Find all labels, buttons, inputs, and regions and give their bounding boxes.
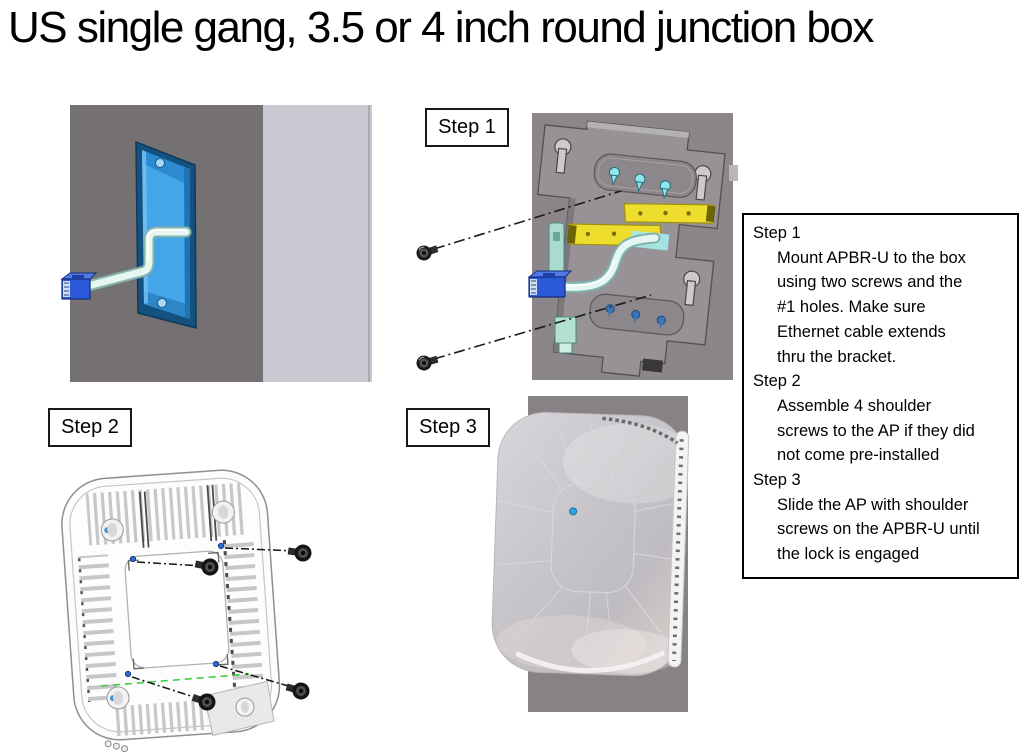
top-recess xyxy=(593,153,697,198)
instruction-step3-body: Slide the AP with shoulder screws on the… xyxy=(777,495,980,564)
latch-clip xyxy=(548,222,565,278)
ethernet-cable-bracket xyxy=(557,232,661,293)
alignment-dash xyxy=(100,673,250,687)
shoulder-screw-4 xyxy=(285,682,310,700)
rj45-connector-bracket xyxy=(527,270,573,298)
page-title: US single gang, 3.5 or 4 inch round junc… xyxy=(8,3,874,52)
rj45-connector xyxy=(60,272,98,300)
instruction-step2-body: Assemble 4 shoulder screws to the AP if … xyxy=(777,396,975,465)
ap-back-illustration xyxy=(61,469,312,753)
instruction-step2-title: Step 2 xyxy=(753,372,801,391)
wall-light xyxy=(263,105,372,382)
shoulder-screw-3 xyxy=(191,693,216,711)
mounting-screw-top xyxy=(416,245,439,261)
shoulder-screw-holes xyxy=(124,542,225,678)
mounting-screw-bottom xyxy=(416,355,439,371)
step3-tag-label: Step 3 xyxy=(419,416,477,438)
ap-front-body xyxy=(491,411,695,677)
shoulder-screw-1 xyxy=(194,558,219,576)
keyhole-slots xyxy=(554,138,712,307)
instruction-step1-body: Mount APBR-U to the box using two screws… xyxy=(777,248,966,366)
step2-tag: Step 2 xyxy=(48,408,132,447)
ap-back-figure xyxy=(45,445,345,755)
instructions-box: Step 1 Mount APBR-U to the box using two… xyxy=(742,213,1019,579)
leader-line-bottom xyxy=(433,294,652,360)
step2-tag-label: Step 2 xyxy=(61,416,119,438)
junction-box-illustration xyxy=(60,105,372,382)
lower-holes xyxy=(605,304,666,330)
mounting-square xyxy=(124,550,230,669)
ap-front-illustration xyxy=(491,396,695,712)
ethernet-cable xyxy=(78,226,192,293)
step1-tag: Step 1 xyxy=(425,108,509,147)
number1-holes xyxy=(608,166,671,200)
instruction-step3-title: Step 3 xyxy=(753,471,801,490)
step1-tag-label: Step 1 xyxy=(438,116,496,138)
instruction-step1-title: Step 1 xyxy=(753,224,801,242)
step3-tag: Step 3 xyxy=(406,408,490,447)
instruction-step3: Step 3 Slide the AP with shoulder screws… xyxy=(753,468,1009,567)
shoulder-screw-2 xyxy=(287,544,312,562)
leader-line-top xyxy=(433,190,622,250)
ap-front-figure xyxy=(480,392,695,717)
corner-mounts xyxy=(100,500,235,710)
instruction-step1: Step 1 Mount APBR-U to the box using two… xyxy=(753,221,1009,369)
junction-box-figure xyxy=(58,105,372,382)
ap-back-body xyxy=(61,469,281,753)
screw-leader-lines xyxy=(131,547,297,700)
led-indicator xyxy=(569,507,578,516)
bracket-plate xyxy=(537,120,726,377)
bracket-illustration xyxy=(416,113,738,380)
bracket-figure xyxy=(415,105,745,395)
side-vent-band xyxy=(667,430,690,668)
instruction-step2: Step 2 Assemble 4 shoulder screws to the… xyxy=(753,369,1009,468)
